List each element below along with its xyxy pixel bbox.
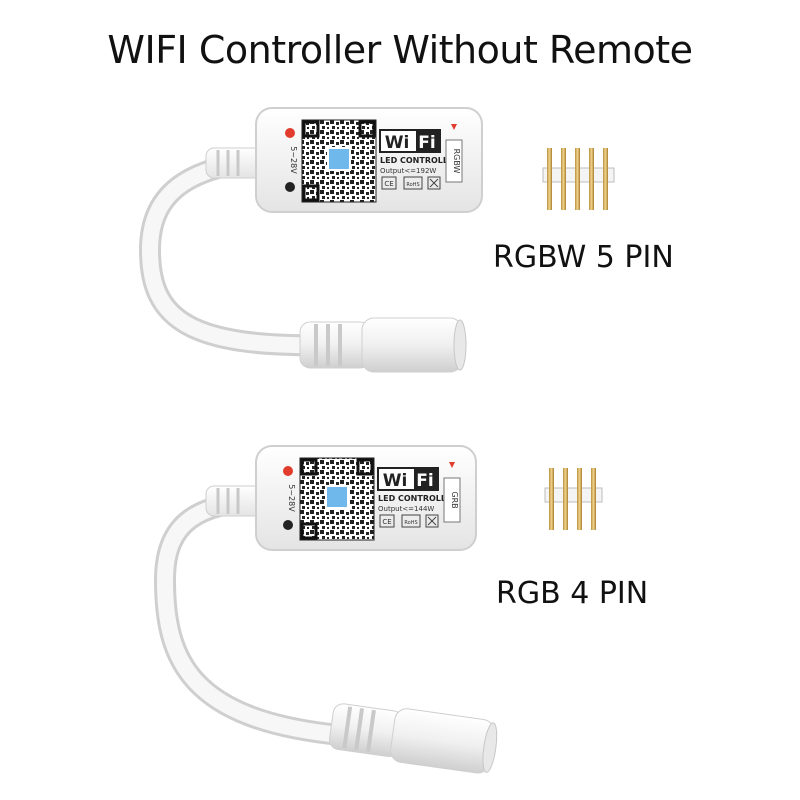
svg-text:RGBW: RGBW: [452, 149, 461, 174]
controller-rgb: 5~28V Wi Fi LED CONTROLLER Output<=144W …: [153, 445, 498, 774]
pin-header-5: [542, 148, 615, 210]
svg-text:RoHS: RoHS: [404, 520, 417, 526]
svg-text:Fi: Fi: [416, 471, 433, 491]
svg-text:5~28V: 5~28V: [289, 146, 298, 174]
gold-pin: [577, 468, 582, 530]
dc-jack-rgbw: [299, 317, 467, 373]
page-title: WIFI Controller Without Remote: [107, 28, 693, 72]
pin-header-block: [544, 487, 603, 503]
gold-pin: [591, 468, 596, 530]
gold-pin: [549, 468, 554, 530]
strain-relief-top-rgbw: [205, 147, 263, 179]
svg-text:Wi: Wi: [383, 471, 408, 491]
dc-jack-rgb: [328, 703, 498, 774]
gold-pin: [589, 148, 594, 210]
controller-body-rgbw: 5~28V Wi Fi LED CONTROLLER Output<=192W …: [255, 107, 483, 213]
svg-text:Output<=192W: Output<=192W: [380, 167, 436, 175]
controller-body-rgb: 5~28V Wi Fi LED CONTROLLER Output<=144W …: [255, 445, 477, 551]
svg-text:Output<=144W: Output<=144W: [378, 505, 434, 513]
svg-text:CE: CE: [382, 518, 391, 526]
svg-text:CE: CE: [384, 180, 393, 188]
svg-text:LED CONTROLLER: LED CONTROLLER: [380, 156, 460, 165]
gold-pin: [575, 148, 580, 210]
gold-pin: [547, 148, 552, 210]
svg-text:GRB: GRB: [450, 491, 459, 508]
gold-pin: [563, 468, 568, 530]
svg-text:LED CONTROLLER: LED CONTROLLER: [378, 494, 458, 503]
gold-pin: [603, 148, 608, 210]
svg-text:5~28V: 5~28V: [287, 484, 296, 512]
controller-rgbw: 5~28V Wi Fi LED CONTROLLER Output<=192W …: [138, 107, 483, 373]
pin-header-4: [544, 468, 603, 530]
label-rgb-4-pin: RGB 4 PIN: [496, 576, 649, 611]
svg-text:RoHS: RoHS: [406, 182, 419, 188]
strain-relief-top-rgb: [205, 485, 263, 517]
label-rgbw-5-pin: RGBW 5 PIN: [493, 240, 674, 275]
svg-text:Fi: Fi: [418, 133, 435, 153]
gold-pin: [561, 148, 566, 210]
svg-text:Wi: Wi: [385, 133, 410, 153]
